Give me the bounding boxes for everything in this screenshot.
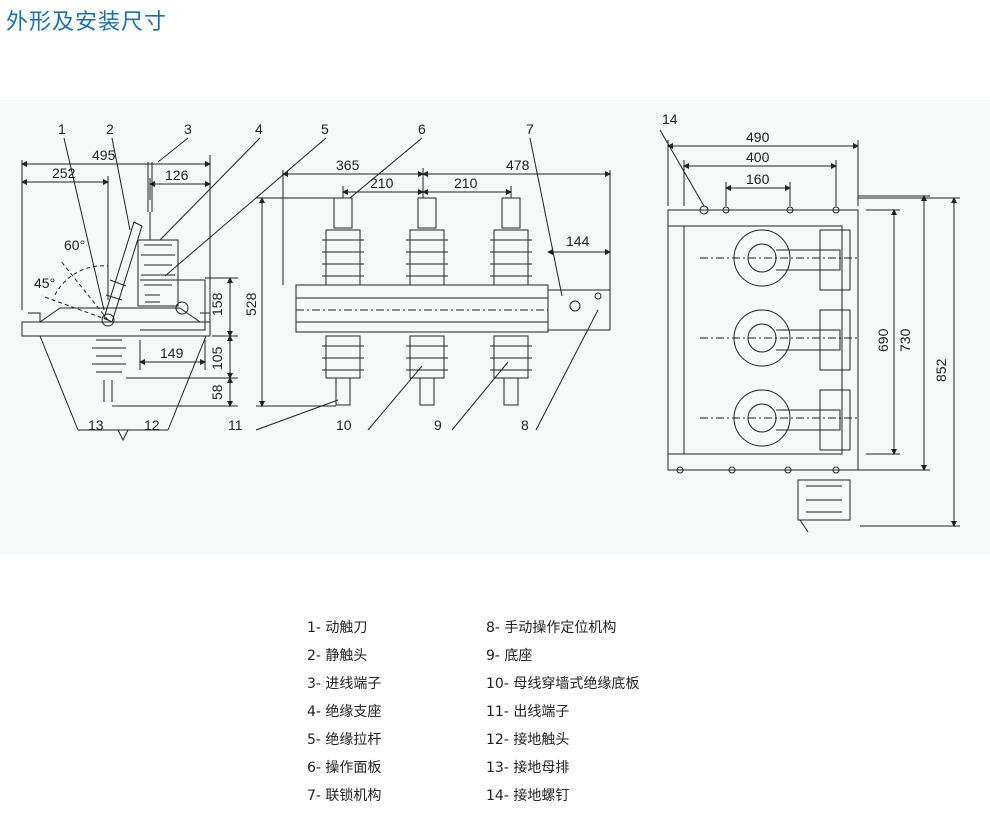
legend-item-1: 1- 动触刀 (307, 620, 368, 636)
label-14: 14 (662, 111, 678, 127)
dim-126: 126 (165, 167, 189, 183)
drawing-area: 1 2 3 4 5 6 7 13 12 11 10 9 8 14 495 252… (0, 100, 990, 555)
legend-left: 1- 动触刀 2- 静触头 3- 进线端子 4- 绝缘支座 5- 绝缘拉杆 6-… (307, 620, 381, 816)
legend-item-6: 6- 操作面板 (307, 760, 382, 776)
dim-528: 528 (243, 292, 259, 316)
legend-right: 8- 手动操作定位机构 9- 底座 10- 母线穿墙式绝缘底板 11- 出线端子… (486, 620, 639, 816)
side-view (21, 137, 327, 442)
label-13: 13 (88, 417, 104, 433)
legend-item-8: 8- 手动操作定位机构 (486, 620, 617, 636)
dim-45: 45° (34, 275, 55, 291)
label-9: 9 (434, 417, 442, 433)
legend-item-4: 4- 绝缘支座 (307, 704, 382, 720)
dim-495: 495 (92, 147, 116, 163)
page-title: 外形及安装尺寸 (6, 10, 168, 35)
label-2: 2 (106, 121, 114, 137)
dim-252: 252 (52, 165, 76, 181)
label-11: 11 (228, 417, 243, 433)
legend-item-13: 13- 接地母排 (486, 760, 570, 776)
label-4: 4 (255, 121, 263, 137)
dim-144: 144 (566, 233, 590, 249)
legend-item-12: 12- 接地触头 (486, 732, 570, 748)
legend-item-14: 14- 接地螺钉 (486, 788, 570, 804)
label-7: 7 (526, 121, 534, 137)
label-10: 10 (336, 417, 352, 433)
dim-60: 60° (64, 237, 85, 253)
label-5: 5 (321, 121, 329, 137)
dim-210-a: 210 (370, 175, 394, 191)
dim-58: 58 (209, 384, 225, 400)
dim-149: 149 (160, 345, 184, 361)
legend-item-10: 10- 母线穿墙式绝缘底板 (486, 676, 640, 692)
dim-158: 158 (209, 292, 225, 316)
legend-item-7: 7- 联锁机构 (307, 788, 382, 804)
legend-item-5: 5- 绝缘拉杆 (307, 732, 382, 748)
dim-160: 160 (746, 171, 770, 187)
dim-690: 690 (875, 328, 891, 352)
dim-730: 730 (897, 328, 913, 352)
label-8: 8 (521, 417, 529, 433)
dim-478: 478 (506, 157, 530, 173)
top-view (659, 129, 960, 533)
technical-drawing: 1 2 3 4 5 6 7 13 12 11 10 9 8 14 495 252… (21, 111, 960, 533)
label-6: 6 (418, 121, 426, 137)
label-1: 1 (58, 121, 66, 137)
dim-365: 365 (336, 157, 360, 173)
front-view (255, 137, 611, 431)
label-12: 12 (144, 417, 160, 433)
legend-item-3: 3- 进线端子 (307, 676, 382, 692)
dim-852: 852 (933, 358, 949, 382)
dim-490: 490 (746, 129, 770, 145)
legend-item-11: 11- 出线端子 (486, 704, 570, 720)
label-3: 3 (184, 121, 192, 137)
dim-210-b: 210 (454, 175, 478, 191)
legend-item-9: 9- 底座 (486, 648, 533, 664)
legend-item-2: 2- 静触头 (307, 648, 368, 664)
dim-105: 105 (209, 346, 225, 370)
dim-400: 400 (746, 149, 770, 165)
